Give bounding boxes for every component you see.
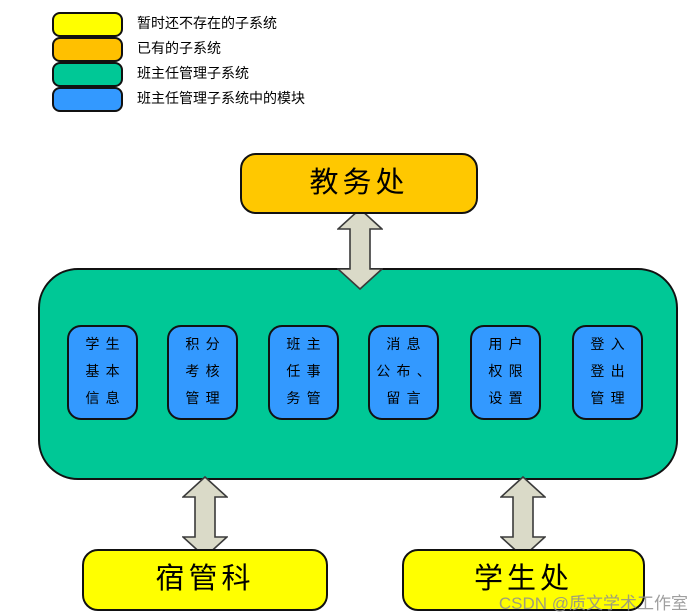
module-text-line: 务管 (286, 391, 327, 407)
module-message-announce-comments: 消息 公布、 留言 (368, 325, 439, 420)
module-text-line: 管理 (185, 391, 226, 407)
legend-label-existing-subsystem: 已有的子系统 (137, 42, 221, 57)
module-text-line: 登出 (590, 364, 631, 380)
double-arrow-top-icon (337, 207, 383, 291)
module-text-line: 消息 (386, 337, 427, 353)
double-arrow-bottom-right-icon (500, 475, 546, 559)
legend-label-module: 班主任管理子系统中的模块 (137, 92, 305, 107)
module-text-line: 任事 (286, 364, 327, 380)
legend-label-teacher-mgmt-subsystem: 班主任管理子系统 (137, 67, 249, 82)
module-text-line: 登入 (590, 337, 631, 353)
legend-swatch-module (52, 87, 123, 112)
node-student-affairs-office: 学生处 (402, 549, 645, 611)
container-teacher-mgmt-subsystem (38, 268, 678, 480)
module-text-line: 公布、 (376, 364, 438, 380)
module-text-line: 权限 (488, 364, 529, 380)
legend-swatch-teacher-mgmt-subsystem (52, 62, 123, 87)
module-user-permission-settings: 用户 权限 设置 (470, 325, 541, 420)
module-text-line: 管理 (590, 391, 631, 407)
module-text-line: 班主 (286, 337, 327, 353)
module-text-line: 基本 (85, 364, 126, 380)
module-text-line: 设置 (488, 391, 529, 407)
module-points-assessment-mgmt: 积分 考核 管理 (167, 325, 238, 420)
legend-label-not-yet-subsystem: 暂时还不存在的子系统 (137, 17, 277, 32)
module-text-line: 留言 (386, 391, 427, 407)
legend-swatch-existing-subsystem (52, 37, 123, 62)
node-academic-affairs-office: 教务处 (240, 153, 478, 214)
module-student-basic-info: 学生 基本 信息 (67, 325, 138, 420)
node-dormitory-mgmt-section: 宿管科 (82, 549, 328, 611)
csdn-watermark: CSDN @质文学术工作室 (498, 594, 688, 613)
double-arrow-bottom-left-icon (182, 475, 228, 559)
legend-swatch-not-yet-subsystem (52, 12, 123, 37)
module-text-line: 考核 (185, 364, 226, 380)
module-text-line: 信息 (85, 391, 126, 407)
module-login-logout-mgmt: 登入 登出 管理 (572, 325, 643, 420)
module-head-teacher-affairs: 班主 任事 务管 (268, 325, 339, 420)
module-text-line: 积分 (185, 337, 226, 353)
module-text-line: 学生 (85, 337, 126, 353)
module-text-line: 用户 (488, 337, 529, 353)
